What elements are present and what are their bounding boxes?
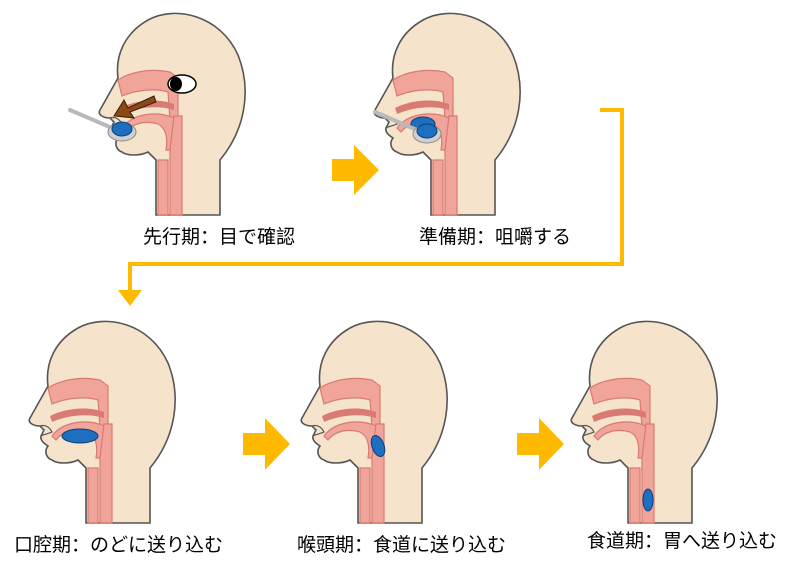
pharynx [170, 116, 182, 215]
head-illustration [542, 308, 742, 528]
food-bolus [417, 124, 437, 138]
head-illustration [272, 308, 472, 528]
stage-label-preparatory: 準備期：咀嚼する [419, 228, 571, 247]
stage-panel-pharyngeal [272, 308, 472, 538]
stage-panel-preparatory [345, 0, 545, 230]
next-stage-arrow-icon [243, 418, 291, 470]
next-stage-arrow-icon [332, 145, 380, 195]
eye-pupil [170, 77, 182, 91]
stage-panel-oral [0, 308, 200, 538]
head-illustration [70, 0, 270, 220]
next-stage-arrow-icon [517, 418, 565, 470]
stage-label-cognitive: 先行期：目で確認 [143, 228, 295, 247]
trachea [630, 468, 640, 523]
stage-label-esophageal: 食道期：胃へ送り込む [587, 532, 777, 551]
trachea [158, 160, 168, 215]
trachea [88, 468, 98, 523]
head-illustration [0, 308, 200, 528]
stage-panel-cognitive [70, 0, 270, 230]
trachea [433, 160, 443, 215]
stage-label-oral: 口腔期：のどに送り込む [14, 536, 223, 555]
food-bolus [112, 122, 132, 136]
food-bolus [643, 489, 653, 511]
trachea [360, 468, 370, 523]
pharynx [100, 424, 112, 523]
pharynx [445, 116, 457, 215]
stage-label-pharyngeal: 喉頭期：食道に送り込む [297, 536, 506, 555]
food-bolus [62, 429, 98, 443]
stage-panel-esophageal [542, 308, 742, 538]
